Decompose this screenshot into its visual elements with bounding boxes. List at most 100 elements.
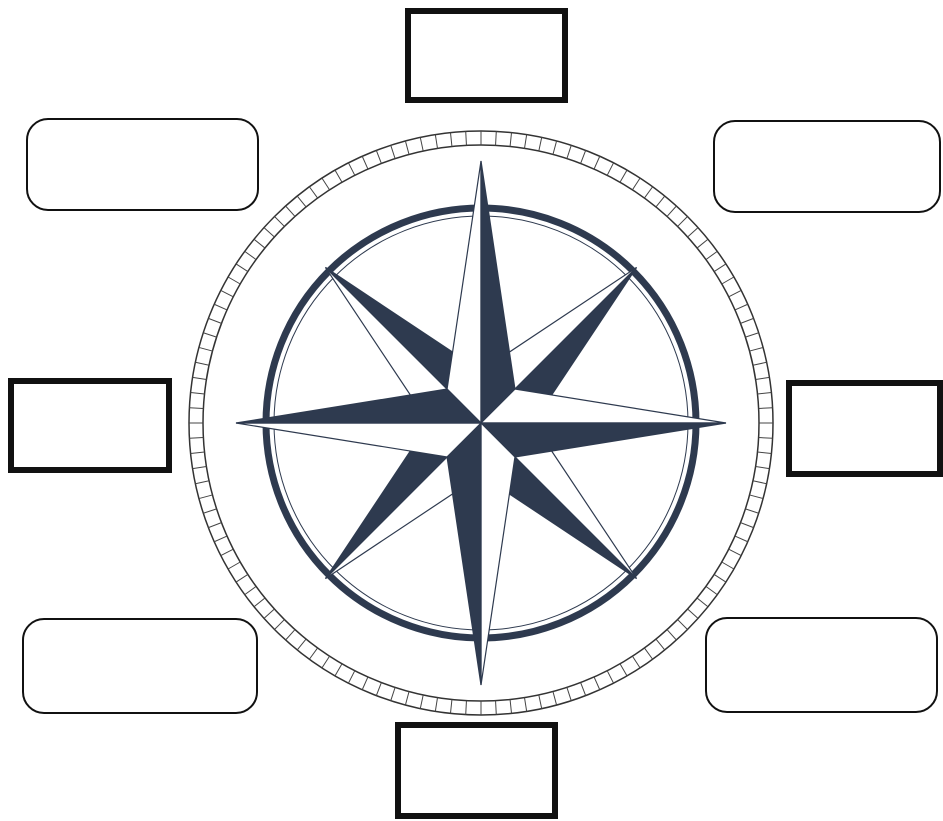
ring-tick bbox=[466, 701, 467, 715]
ring-tick bbox=[757, 452, 771, 453]
ring-tick bbox=[391, 687, 395, 700]
ring-tick bbox=[567, 145, 571, 158]
ring-tick bbox=[688, 228, 698, 237]
ring-tick bbox=[297, 196, 306, 207]
ring-tick bbox=[594, 156, 600, 169]
ring-tick bbox=[667, 206, 676, 216]
ring-tick bbox=[286, 206, 295, 216]
cardinal-point-light bbox=[236, 423, 481, 457]
ring-tick bbox=[644, 648, 652, 659]
ring-tick bbox=[581, 150, 586, 163]
ring-tick bbox=[195, 481, 209, 484]
ring-tick bbox=[594, 677, 600, 690]
cardinal-point-dark bbox=[236, 389, 481, 423]
cardinal-point-light bbox=[481, 423, 515, 685]
ring-tick bbox=[236, 264, 248, 272]
cardinal-point-light bbox=[447, 161, 481, 423]
ring-tick bbox=[466, 131, 467, 145]
ring-tick bbox=[678, 620, 688, 630]
ring-tick bbox=[632, 178, 640, 190]
ring-tick bbox=[581, 683, 586, 696]
ring-tick bbox=[496, 701, 497, 715]
ring-tick bbox=[656, 196, 665, 207]
ring-tick bbox=[228, 562, 240, 569]
ring-tick bbox=[335, 170, 342, 182]
ring-tick bbox=[607, 163, 613, 175]
ring-tick bbox=[297, 639, 306, 650]
ring-tick bbox=[750, 347, 764, 351]
ring-tick bbox=[405, 141, 409, 155]
ring-tick bbox=[553, 692, 557, 706]
ring-tick bbox=[620, 170, 627, 182]
ring-tick bbox=[199, 347, 213, 351]
cardinal-point-dark bbox=[481, 423, 726, 457]
ring-tick bbox=[435, 135, 437, 149]
ring-tick bbox=[756, 466, 770, 468]
ring-tick bbox=[539, 695, 542, 709]
ring-tick bbox=[228, 277, 240, 284]
ring-tick bbox=[376, 683, 381, 696]
label-box-northwest[interactable] bbox=[26, 118, 259, 211]
ring-tick bbox=[193, 377, 207, 379]
ring-tick bbox=[264, 609, 274, 618]
ring-tick bbox=[524, 135, 526, 149]
cardinal-point-dark bbox=[481, 161, 515, 423]
ring-tick bbox=[362, 677, 368, 690]
ring-tick bbox=[450, 699, 451, 713]
ring-tick bbox=[435, 698, 437, 712]
ring-tick bbox=[756, 377, 770, 379]
ring-tick bbox=[189, 438, 203, 439]
ring-tick bbox=[189, 408, 203, 409]
ring-tick bbox=[322, 178, 330, 190]
ring-tick bbox=[195, 362, 209, 365]
ring-tick bbox=[208, 318, 221, 323]
ring-tick bbox=[753, 362, 767, 365]
ring-tick bbox=[191, 392, 205, 393]
label-box-north[interactable] bbox=[405, 8, 568, 103]
ring-tick bbox=[245, 586, 256, 594]
ring-tick bbox=[539, 137, 542, 151]
label-box-southwest[interactable] bbox=[22, 618, 258, 714]
ring-tick bbox=[348, 163, 354, 175]
label-box-southeast[interactable] bbox=[705, 617, 938, 713]
ring-tick bbox=[286, 630, 295, 640]
ring-tick bbox=[191, 452, 205, 453]
ring-tick bbox=[697, 239, 708, 248]
ring-tick bbox=[524, 698, 526, 712]
ring-tick bbox=[203, 333, 216, 337]
ring-tick bbox=[275, 620, 285, 630]
ring-tick bbox=[745, 333, 758, 337]
ring-tick bbox=[275, 217, 285, 227]
ring-tick bbox=[722, 562, 734, 569]
ring-tick bbox=[214, 304, 227, 310]
ring-tick bbox=[722, 277, 734, 284]
label-box-south[interactable] bbox=[395, 722, 558, 819]
ring-tick bbox=[214, 536, 227, 542]
ring-tick bbox=[656, 639, 665, 650]
ring-tick bbox=[391, 145, 395, 158]
ring-tick bbox=[620, 664, 627, 676]
ring-tick bbox=[729, 290, 741, 296]
ring-tick bbox=[757, 392, 771, 393]
ring-tick bbox=[335, 664, 342, 676]
label-box-west[interactable] bbox=[8, 378, 172, 473]
ring-tick bbox=[735, 304, 748, 310]
ring-tick bbox=[753, 481, 767, 484]
ring-tick bbox=[193, 466, 207, 468]
ring-tick bbox=[208, 523, 221, 528]
ring-tick bbox=[759, 438, 773, 439]
ring-tick bbox=[450, 133, 451, 147]
ring-tick bbox=[420, 137, 423, 151]
label-box-east[interactable] bbox=[786, 380, 943, 477]
ring-tick bbox=[729, 549, 741, 555]
ring-tick bbox=[714, 264, 726, 272]
cardinal-point-dark bbox=[447, 423, 481, 685]
cardinal-point-light bbox=[481, 389, 726, 423]
label-box-northeast[interactable] bbox=[713, 120, 941, 213]
ring-tick bbox=[741, 318, 754, 323]
ring-tick bbox=[510, 699, 511, 713]
ring-tick bbox=[221, 290, 233, 296]
ring-tick bbox=[362, 156, 368, 169]
ring-tick bbox=[759, 408, 773, 409]
